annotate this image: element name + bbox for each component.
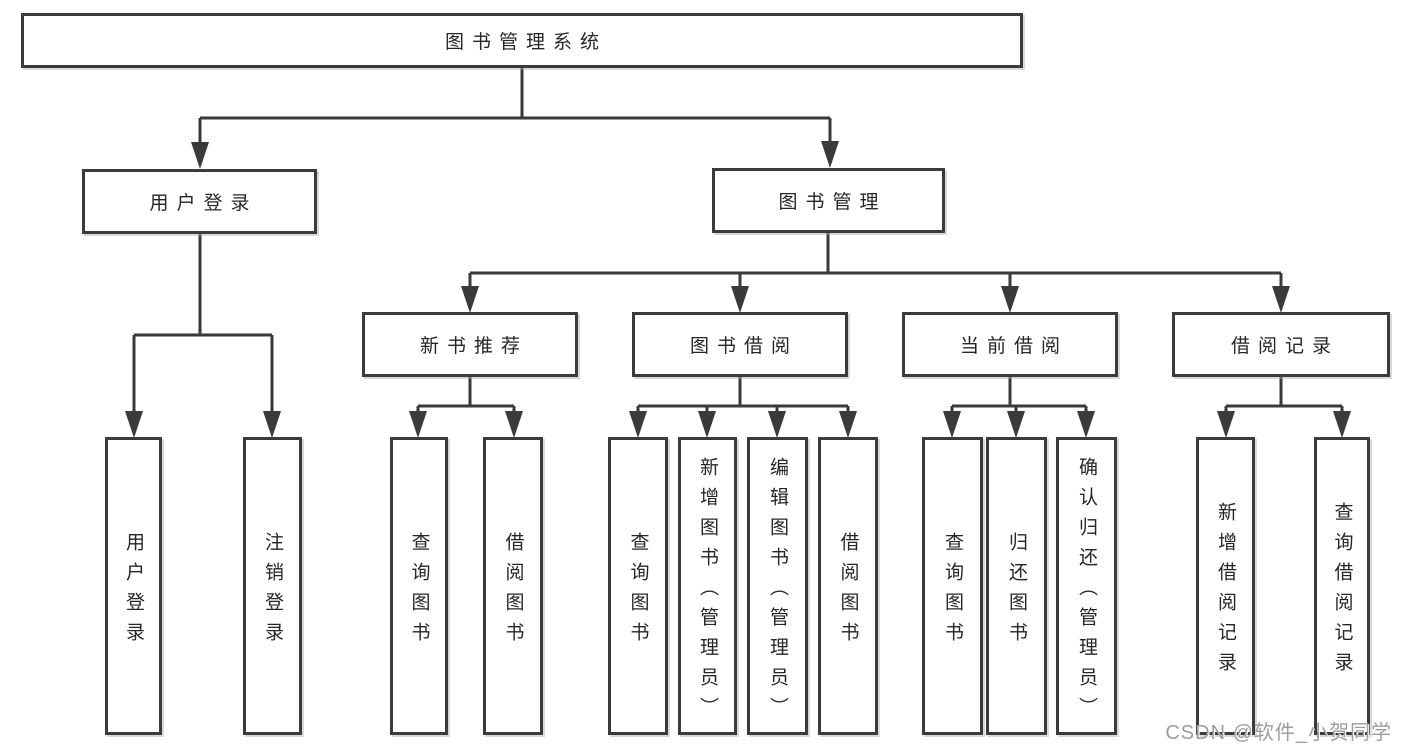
watermark: CSDN @软件_小贺同学 [1165,722,1392,744]
node-library-management-system: 图书管理系统 [21,13,1023,68]
connector-records-to-leaves [1224,377,1344,413]
node-logout: 注销登录 [243,437,302,735]
node-query-borrow-record: 查询借阅记录 [1314,437,1370,735]
connector-current-to-leaves [950,377,1088,413]
node-user-login-leaf: 用户登录 [105,437,162,735]
node-query-books: 查询图书 [390,437,448,735]
node-user-login: 用户登录 [82,169,317,234]
connector-bookmgmt-to-level3 [468,233,1283,288]
node-new-book-recommendation: 新书推荐 [362,312,578,377]
connector-userlogin-to-leaves [132,234,274,413]
node-current-borrowing: 当前借阅 [902,312,1118,377]
node-book-borrowing: 图书借阅 [632,312,848,377]
node-query-books: 查询图书 [608,437,668,735]
node-confirm-return-admin: 确认归还（管理员） [1056,437,1117,735]
connector-borrowing-to-leaves [636,377,850,413]
connector-root-to-level2 [198,68,832,145]
arrowheads [125,141,1351,438]
node-query-books: 查询图书 [922,437,983,735]
node-add-borrow-record: 新增借阅记录 [1196,437,1255,735]
node-return-books: 归还图书 [986,437,1047,735]
node-borrowing-records: 借阅记录 [1172,312,1390,377]
node-book-management: 图书管理 [712,168,945,233]
node-borrow-books: 借阅图书 [483,437,543,735]
node-borrow-books: 借阅图书 [818,437,878,735]
node-edit-books-admin: 编辑图书（管理员） [747,437,808,735]
connector-newbook-to-leaves [416,377,516,413]
node-add-books-admin: 新增图书（管理员） [678,437,737,735]
